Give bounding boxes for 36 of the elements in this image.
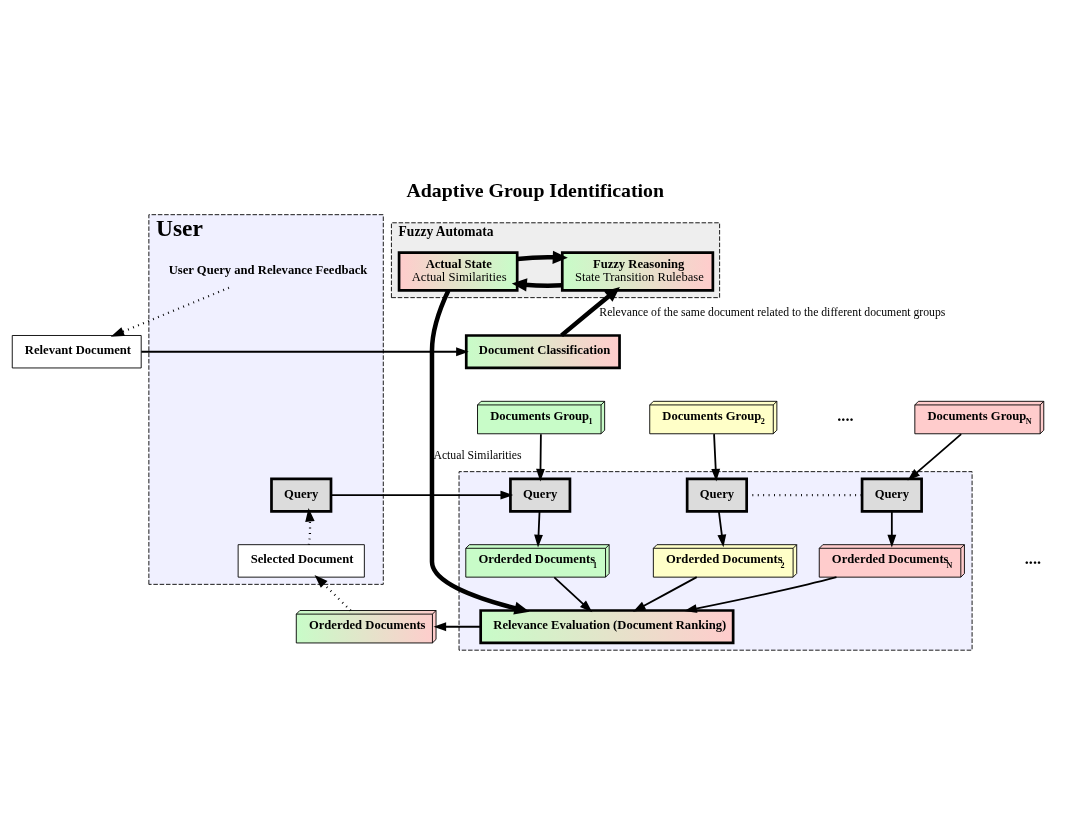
arrow <box>534 510 543 548</box>
node-box: Relevance Evaluation (Document Ranking) <box>479 609 735 645</box>
arrow <box>140 347 469 357</box>
node-box: Query <box>685 477 749 513</box>
arrow <box>429 289 530 615</box>
node-box: Query <box>509 477 572 513</box>
label: .... <box>1024 549 1042 568</box>
arrow <box>511 278 563 292</box>
edge-label: Actual Similarities <box>433 449 522 463</box>
arrow <box>517 250 568 264</box>
arrow <box>330 490 514 500</box>
arrow <box>433 622 482 632</box>
node-box: Fuzzy Reasoning State Transition Rulebase <box>560 251 715 292</box>
node-box: Selected Document <box>237 544 365 578</box>
arrow <box>536 433 545 482</box>
edge-label: Relevance of the same document related to the different document groups <box>599 306 946 320</box>
arrow <box>684 576 838 613</box>
arrow <box>633 576 698 612</box>
arrow <box>717 510 727 548</box>
node-box: Relevant Document <box>11 335 142 369</box>
arrow <box>560 287 620 338</box>
arrow <box>305 508 315 545</box>
cluster <box>458 471 973 651</box>
label: .... <box>837 406 854 425</box>
node-text: User Query and Relevance Feedback <box>168 262 368 277</box>
node-box: Query <box>860 477 923 513</box>
arrow <box>553 576 593 613</box>
arrow <box>314 574 352 612</box>
arrow <box>887 510 897 548</box>
diagram-title: Adaptive Group Identification <box>406 179 664 202</box>
arrow <box>110 286 230 337</box>
arrow <box>711 433 721 482</box>
arrow <box>907 433 963 481</box>
node-box: Query <box>270 477 333 513</box>
node-box: Document Classification <box>464 334 621 370</box>
node-box: Actual State Actual Similarities <box>397 251 519 292</box>
